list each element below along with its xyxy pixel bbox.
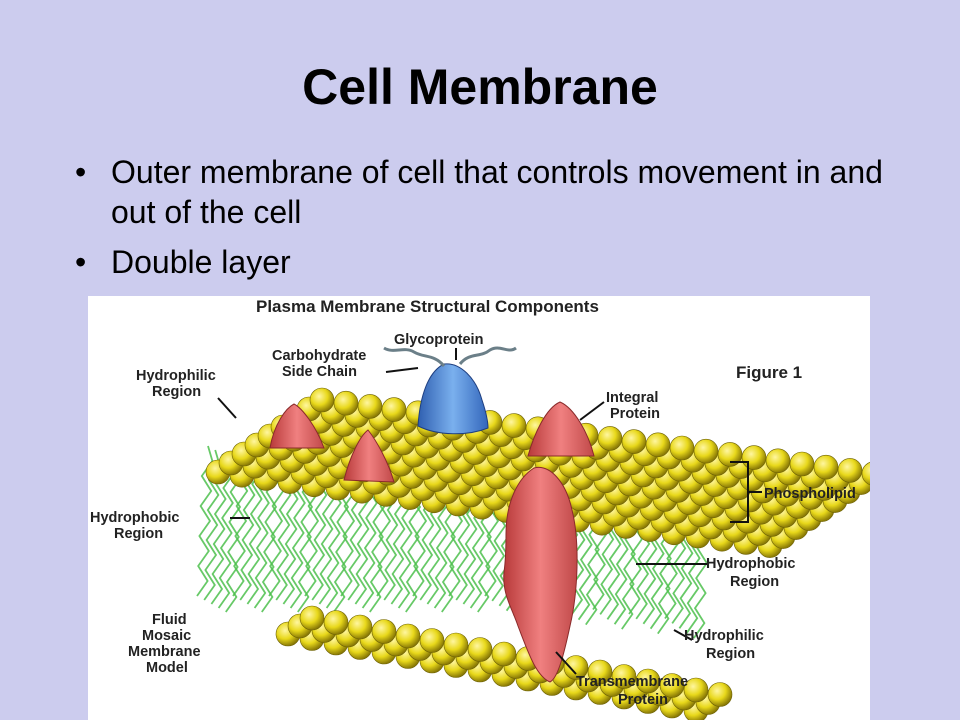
label-integral-protein: Protein <box>610 406 660 422</box>
phospholipid-tail <box>196 445 214 597</box>
phospholipid-head <box>765 448 791 474</box>
integral-protein <box>527 401 595 457</box>
phospholipid-head <box>333 390 359 416</box>
label-side-chain: Side Chain <box>282 364 357 380</box>
phospholipid-head <box>501 413 527 438</box>
label-transmembrane-protein: Protein <box>618 692 668 708</box>
label-hydrophobic-left: Hydrophobic <box>90 510 179 526</box>
phospholipid-head <box>587 659 613 685</box>
phospholipid-head <box>717 442 743 467</box>
figure-label: Figure 1 <box>736 363 802 382</box>
protein-red-mid <box>343 429 395 483</box>
phospholipid-head <box>645 432 671 458</box>
phospholipid-head <box>467 637 493 662</box>
label-hydrophilic-top: Hydrophilic <box>136 368 216 384</box>
label-hydrophilic-bottom-region: Region <box>706 646 755 662</box>
glycoprotein-shape <box>417 363 489 435</box>
phospholipid-head <box>861 461 870 486</box>
phospholipid-head <box>707 682 733 707</box>
phospholipid-head <box>357 394 383 419</box>
bullet-glyph: • <box>75 244 87 280</box>
leader-lines <box>217 348 762 675</box>
bullet-glyph: • <box>75 154 87 190</box>
phospholipid-head <box>741 445 767 470</box>
bullet-list: • Outer membrane of cell that controls m… <box>75 152 915 292</box>
phospholipid-head <box>491 641 517 667</box>
phospholipid-head <box>347 614 373 640</box>
phospholipid-head <box>381 397 407 422</box>
phospholipid-tail <box>217 457 235 609</box>
phospholipid-head <box>323 610 349 635</box>
phospholipid-head <box>813 454 839 480</box>
label-model: Model <box>146 660 188 676</box>
label-phospholipid: Phospholipid <box>764 486 856 502</box>
phospholipid-head <box>669 435 695 461</box>
phospholipid-head <box>299 605 325 631</box>
bullet-item: • Outer membrane of cell that controls m… <box>75 152 915 232</box>
phospholipid-tail <box>225 461 243 613</box>
phospholipid-head <box>309 387 335 413</box>
bottom-leaflet-heads <box>275 605 733 720</box>
phospholipid-head <box>837 458 863 483</box>
bullet-item: • Double layer <box>75 242 915 282</box>
label-hydrophilic-top-region: Region <box>152 384 201 400</box>
carbohydrate-chain <box>383 346 446 368</box>
bullet-text: Double layer <box>111 244 291 280</box>
phospholipid-head <box>419 628 445 653</box>
phospholipid-head <box>597 426 623 451</box>
transmembrane-protein <box>503 466 578 683</box>
phospholipid-head <box>611 664 637 689</box>
membrane-diagram: Plasma Membrane Structural Components Fi… <box>90 297 870 720</box>
phospholipid-head <box>371 619 397 644</box>
phospholipid-head <box>659 673 685 698</box>
label-membrane: Membrane <box>128 644 201 660</box>
label-integral: Integral <box>606 390 658 406</box>
label-hydrophilic-bottom: Hydrophilic <box>684 628 764 644</box>
label-hydrophobic-right-region: Region <box>730 574 779 590</box>
label-glycoprotein: Glycoprotein <box>394 332 483 348</box>
figure-title: Plasma Membrane Structural Components <box>256 297 599 316</box>
slide-title: Cell Membrane <box>302 59 658 115</box>
phospholipid-head <box>443 632 469 658</box>
label-hydrophobic-right: Hydrophobic <box>706 556 795 572</box>
label-hydrophobic-left-region: Region <box>114 526 163 542</box>
phospholipid-head <box>563 655 589 680</box>
phospholipid-head <box>621 429 647 454</box>
phospholipid-head <box>693 438 719 464</box>
label-carbohydrate: Carbohydrate <box>272 348 366 364</box>
phospholipid-head <box>635 668 661 694</box>
carbohydrate-chain <box>458 346 517 366</box>
label-mosaic: Mosaic <box>142 628 191 644</box>
membrane-figure: Plasma Membrane Structural Components Fi… <box>88 296 870 720</box>
label-fluid: Fluid <box>152 612 187 628</box>
bullet-text: Outer membrane of cell that controls mov… <box>111 154 883 230</box>
phospholipid-head <box>395 623 421 649</box>
phospholipid-head <box>683 677 709 703</box>
protein-red-left <box>269 403 325 449</box>
phospholipid-head <box>789 451 815 477</box>
label-transmembrane: Transmembrane <box>576 674 688 690</box>
